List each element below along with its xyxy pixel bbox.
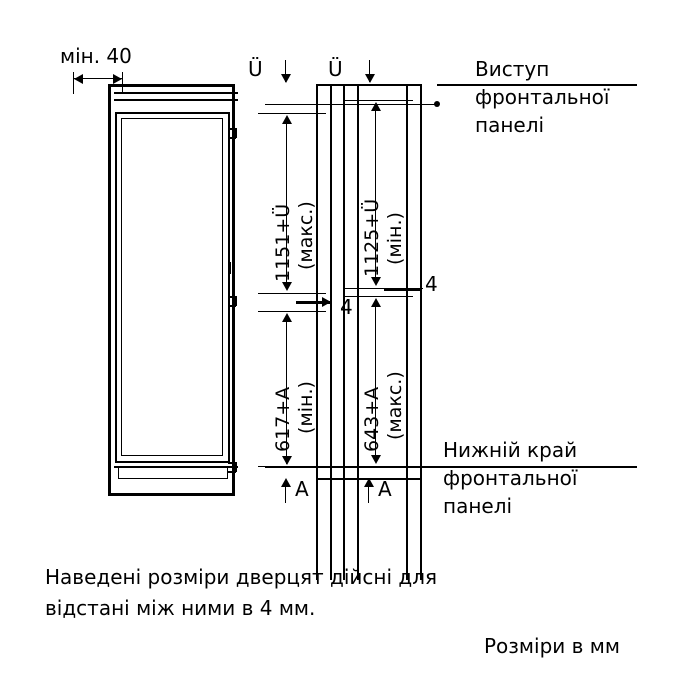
- door-top-edge: [115, 112, 229, 114]
- plinth-line-2: [118, 478, 228, 479]
- gap-left-arrow-icon: [322, 297, 331, 307]
- a-right-arrow-up-icon: [364, 478, 374, 487]
- top-callout-line-1: Виступ: [475, 57, 550, 81]
- dim-1151-line: [286, 117, 287, 289]
- a-symbol-right: A: [378, 477, 392, 501]
- dim-1125-line: [375, 104, 376, 284]
- dim-617-qualifier: (мін.): [295, 381, 317, 434]
- hinge-notch-bot-b: [228, 471, 236, 473]
- min40-arrow-right-icon: [113, 74, 122, 84]
- dim-1151-arrow-up-icon: [282, 115, 292, 124]
- hinge-notch-top: [228, 128, 236, 130]
- cabinet-right-wall: [232, 84, 235, 496]
- hinge-notch-mid-b: [228, 305, 236, 307]
- bottom-callout-leader: [437, 466, 637, 468]
- hinge-notch-bot: [228, 462, 236, 464]
- a-right-arrow-line: [368, 483, 369, 503]
- bottom-callout-line-3: панелі: [443, 494, 513, 518]
- gap-right-line: [384, 288, 422, 291]
- dim-643-qualifier: (макс.): [384, 371, 406, 440]
- cabinet-top: [108, 84, 235, 87]
- door-mid-marker: [229, 262, 231, 274]
- top-callout-line-2: фронтальної: [475, 85, 610, 109]
- gap-left-line: [296, 301, 330, 304]
- dim-1125-qualifier: (мін.): [384, 212, 406, 265]
- top-callout-leader: [437, 84, 637, 86]
- dim-1151-bottom-ext: [258, 293, 326, 294]
- section-band-a-right: [330, 84, 332, 580]
- section-band-c-left: [406, 84, 408, 580]
- top-callout-dot: [434, 101, 440, 107]
- dim-643-value: 643+A: [361, 386, 383, 452]
- door-inner-right: [222, 118, 223, 456]
- footnote-line-1: Наведені розміри дверцят дійсні для: [45, 565, 438, 589]
- bottom-callout-ext-line: [265, 466, 437, 468]
- dim-1151-top-ext: [258, 113, 326, 114]
- dim-1125-value: 1125+Ü: [361, 198, 383, 277]
- dim-617-arrow-up-icon: [282, 313, 292, 322]
- section-top-line: [316, 84, 422, 86]
- dim-617-line: [286, 316, 287, 464]
- dim-643-line: [375, 300, 376, 462]
- door-inner-left: [121, 118, 122, 456]
- a-left-arrow-up-icon: [281, 478, 291, 487]
- hinge-notch-top-b: [228, 137, 236, 139]
- u-symbol-right: Ü: [328, 57, 343, 81]
- dim-643-top-ext: [345, 296, 413, 297]
- gap-right-value: 4: [425, 272, 438, 296]
- door-inner-bottom: [121, 455, 223, 456]
- hinge-notch-mid-edge: [235, 296, 237, 306]
- section-band-b-right: [357, 84, 359, 580]
- dim-1125-arrow-up-icon: [371, 102, 381, 111]
- door-inner-top: [121, 118, 223, 119]
- min40-dim-line: [73, 78, 123, 79]
- dim-643-arrow-up-icon: [371, 298, 381, 307]
- dim-1125-arrow-down-icon: [371, 277, 381, 286]
- dim-1151-arrow-down-icon: [282, 282, 292, 291]
- a-left-arrow-line: [285, 483, 286, 503]
- section-band-b-left: [343, 84, 345, 580]
- plinth-left: [118, 466, 119, 479]
- hinge-notch-top-edge: [235, 128, 237, 138]
- top-callout-line-3: панелі: [475, 113, 545, 137]
- u-left-arrow-line: [285, 60, 286, 82]
- dim-643-arrow-down-icon: [371, 455, 381, 464]
- cabinet-bottom: [108, 493, 235, 496]
- section-band-c-right: [420, 84, 422, 580]
- min40-ext-right: [122, 72, 123, 94]
- dim-1151-value: 1151+Ü: [272, 203, 294, 282]
- cabinet-top-inner-1: [114, 92, 238, 94]
- plinth-line-1: [114, 466, 238, 468]
- door-right-edge: [228, 112, 230, 462]
- bottom-callout-line-1: Нижній край: [443, 438, 578, 462]
- hinge-notch-mid: [228, 296, 236, 298]
- section-band-a-left: [316, 84, 318, 580]
- footnote-line-2: відстані між ними в 4 мм.: [45, 596, 316, 620]
- cabinet-left-wall: [108, 84, 111, 496]
- dim-617-value: 617+A: [272, 386, 294, 452]
- units-note: Розміри в мм: [484, 634, 620, 658]
- min-40-label: мін. 40: [60, 44, 132, 68]
- plinth-right: [227, 466, 228, 479]
- min40-arrow-left-icon: [74, 74, 83, 84]
- cabinet-top-inner-2: [114, 99, 238, 101]
- dim-617-arrow-down-icon: [282, 456, 292, 465]
- u-right-arrow-line: [369, 60, 370, 82]
- u-symbol-left: Ü: [248, 57, 263, 81]
- door-bottom-edge: [115, 461, 229, 463]
- gap-left-value: 4: [340, 295, 353, 319]
- u-left-arrow-down-icon: [281, 74, 291, 83]
- top-callout-ext-line: [265, 104, 437, 105]
- door-left-edge: [115, 112, 117, 462]
- u-right-arrow-down-icon: [365, 74, 375, 83]
- bottom-callout-line-2: фронтальної: [443, 466, 578, 490]
- dim-617-top-ext: [258, 311, 326, 312]
- min40-ext-left: [73, 72, 74, 94]
- dim-1151-qualifier: (макс.): [295, 201, 317, 270]
- dim-1125-top-ext: [345, 100, 413, 101]
- a-symbol-left: A: [295, 477, 309, 501]
